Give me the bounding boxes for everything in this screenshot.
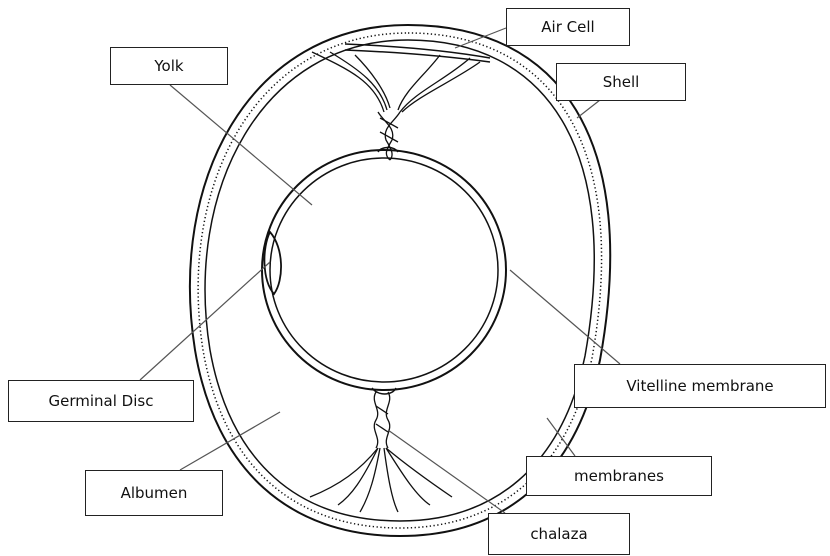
- label-germinal-disc: Germinal Disc: [8, 380, 194, 422]
- label-membranes: membranes: [526, 456, 712, 496]
- label-vitelline-membrane: Vitelline membrane: [574, 364, 826, 408]
- germinal-disc: [264, 232, 281, 294]
- label-shell: Shell: [556, 63, 686, 101]
- label-albumen: Albumen: [85, 470, 223, 516]
- label-yolk: Yolk: [110, 47, 228, 85]
- chalaza-top: [312, 52, 480, 160]
- chalaza-bottom: [310, 392, 452, 512]
- yolk: [262, 148, 506, 395]
- label-air-cell: Air Cell: [506, 8, 630, 46]
- label-chalaza: chalaza: [488, 513, 630, 555]
